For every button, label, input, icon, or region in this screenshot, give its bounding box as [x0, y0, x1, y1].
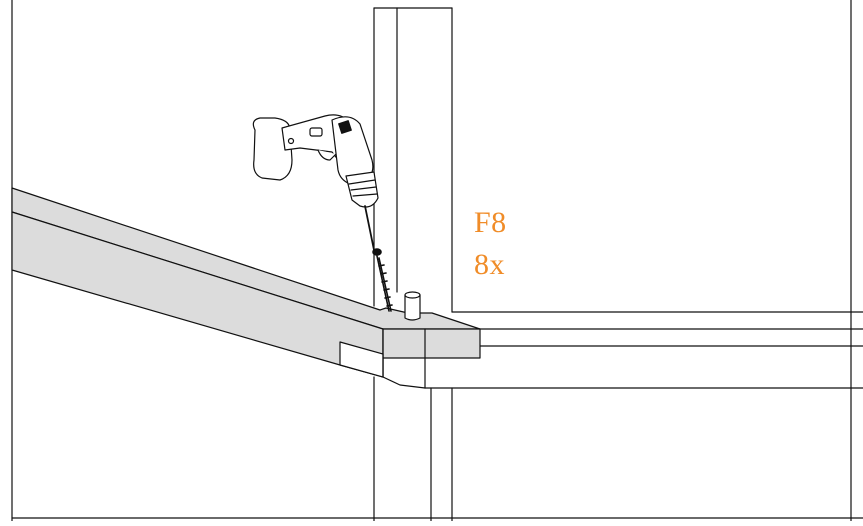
drill-chuck-rings [348, 179, 378, 197]
board-lower-edge [382, 376, 426, 389]
cordless-drill-icon [252, 114, 379, 251]
drill-switch [309, 127, 323, 137]
part-code-label: F8 [474, 206, 507, 239]
part-quantity-label: 8x [474, 248, 505, 281]
shelf-board [11, 187, 481, 389]
screw-icon [372, 248, 393, 312]
drill-vents [338, 120, 352, 134]
drill-battery-button [287, 137, 295, 145]
cabinet-frame [11, 0, 863, 522]
board-end-face [382, 328, 481, 359]
dowel-icon [404, 291, 421, 321]
drill-trigger [317, 149, 337, 161]
drill-bit [364, 205, 375, 251]
